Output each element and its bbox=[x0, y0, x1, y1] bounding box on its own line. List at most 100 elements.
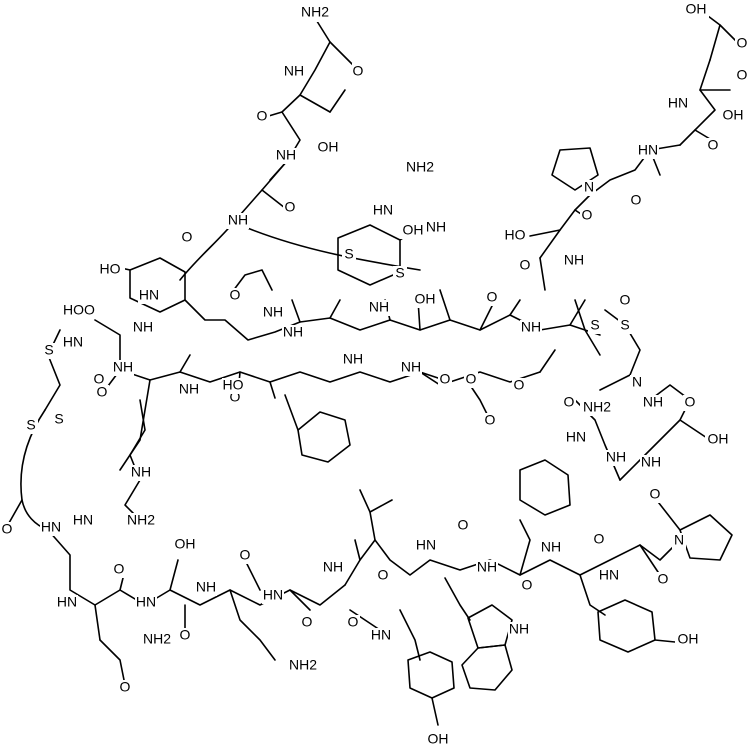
bond bbox=[439, 289, 451, 321]
atom-label: HOO bbox=[63, 302, 95, 318]
bond bbox=[289, 589, 311, 611]
atom-label: HN bbox=[263, 587, 283, 603]
bond bbox=[284, 394, 299, 431]
atom-label: OH bbox=[175, 536, 196, 552]
atom-label: OH bbox=[723, 107, 744, 123]
atom-label: O bbox=[485, 412, 496, 428]
atom-label: O bbox=[440, 371, 451, 387]
bond bbox=[169, 559, 179, 591]
bond bbox=[679, 59, 716, 146]
bond bbox=[94, 319, 541, 383]
bond bbox=[344, 539, 681, 586]
phenyl-ring bbox=[297, 411, 351, 463]
atom-label: NH2 bbox=[406, 159, 434, 175]
atom-label: HN bbox=[136, 594, 156, 610]
atom-label: O bbox=[737, 67, 748, 83]
bond bbox=[329, 299, 341, 319]
bond bbox=[509, 299, 521, 316]
atom-label: HN bbox=[638, 142, 658, 158]
atom-label: NH bbox=[369, 299, 389, 315]
atom-label: HN bbox=[371, 627, 391, 643]
atom-label: O bbox=[514, 377, 525, 393]
bond bbox=[239, 17, 331, 216]
atom-label: NH bbox=[401, 359, 421, 375]
bond bbox=[569, 299, 586, 326]
atom-label: NH bbox=[133, 319, 153, 335]
atom-label: NH bbox=[521, 319, 541, 335]
bond bbox=[244, 559, 261, 591]
atom-label: S bbox=[54, 411, 63, 427]
bond bbox=[709, 24, 721, 61]
atom-label: NH bbox=[113, 359, 133, 375]
atom-label: HN bbox=[416, 537, 436, 553]
arginine-side-chain-left bbox=[124, 399, 146, 521]
atom-label: O bbox=[522, 577, 533, 593]
bond bbox=[639, 544, 661, 576]
bond bbox=[229, 589, 276, 661]
atom-label: O bbox=[685, 394, 696, 410]
indole-ring bbox=[461, 644, 513, 691]
atom-label: O bbox=[120, 679, 131, 695]
atom-label: S bbox=[44, 342, 53, 358]
atom-label: NH bbox=[426, 219, 446, 235]
atom-label: HN bbox=[566, 429, 586, 445]
bond bbox=[419, 371, 441, 386]
bond bbox=[444, 577, 471, 621]
atom-label: O bbox=[737, 35, 748, 51]
atom-label: NH bbox=[343, 351, 363, 367]
atom-label: NH2 bbox=[301, 4, 329, 20]
atom-label: OH bbox=[686, 1, 707, 17]
bond bbox=[539, 257, 546, 291]
atom-label: N bbox=[674, 532, 684, 548]
atom-label: NH bbox=[276, 147, 296, 163]
bond bbox=[119, 379, 151, 471]
atom-label: NH2 bbox=[127, 512, 155, 528]
atom-label: O bbox=[230, 287, 241, 303]
bond bbox=[261, 189, 286, 209]
atom-label: O bbox=[650, 486, 661, 502]
atom-label: NH bbox=[323, 559, 343, 575]
atom-label: O bbox=[458, 517, 469, 533]
atom-label: O bbox=[708, 137, 719, 153]
atom-label: HN bbox=[41, 519, 61, 535]
atom-label: O bbox=[348, 614, 359, 630]
bond bbox=[589, 144, 681, 196]
bottom-chain bbox=[344, 459, 733, 726]
atom-label: NH bbox=[283, 324, 303, 340]
atom-label: NH bbox=[284, 63, 304, 79]
atom-label: O bbox=[182, 229, 193, 245]
bond bbox=[299, 94, 331, 113]
bond bbox=[349, 609, 381, 631]
bond bbox=[239, 224, 421, 271]
bond bbox=[94, 604, 101, 641]
atom-label: N bbox=[632, 374, 642, 390]
bond bbox=[399, 609, 421, 661]
bond bbox=[529, 229, 561, 237]
atom-label: O bbox=[378, 567, 389, 583]
atom-label: N bbox=[584, 179, 594, 195]
atom-label: O bbox=[582, 207, 593, 223]
atom-label: O bbox=[594, 531, 605, 547]
bond bbox=[369, 499, 393, 513]
bond bbox=[99, 639, 126, 686]
atom-label: HN bbox=[73, 512, 93, 528]
atom-label: HO bbox=[100, 261, 121, 277]
atom-label: O bbox=[285, 199, 296, 215]
atom-label: HN bbox=[373, 202, 393, 218]
bond bbox=[574, 299, 601, 356]
atom-label: NH bbox=[564, 252, 584, 268]
atom-label: NH bbox=[196, 579, 216, 595]
bond bbox=[654, 497, 681, 531]
atom-label: OH bbox=[415, 291, 436, 307]
atom-label: S bbox=[26, 417, 35, 433]
phenol-ring bbox=[597, 599, 656, 653]
bond bbox=[539, 349, 556, 373]
bond bbox=[229, 269, 273, 296]
atom-label: NH2 bbox=[143, 631, 171, 647]
bond bbox=[354, 539, 361, 561]
atom-label: HN bbox=[57, 594, 77, 610]
atom-label: O bbox=[658, 571, 669, 587]
atom-label: NH bbox=[131, 464, 151, 480]
